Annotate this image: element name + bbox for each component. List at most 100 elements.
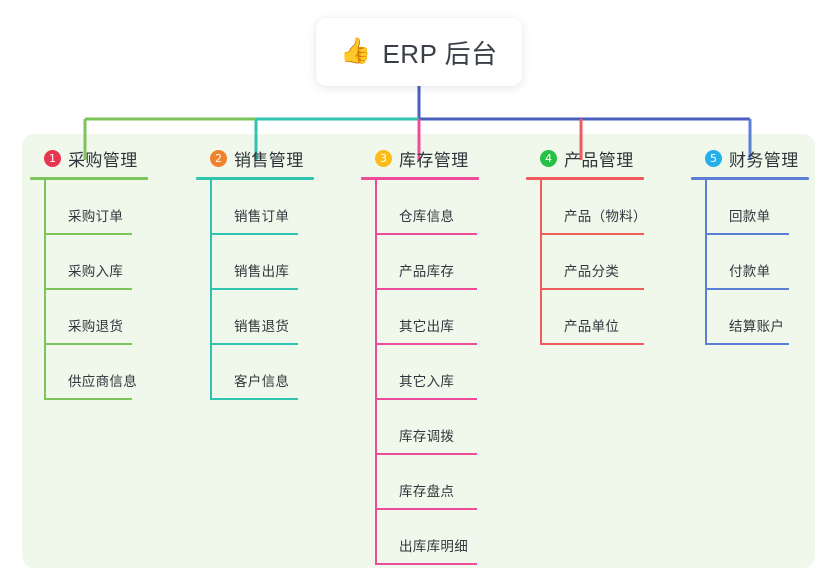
branch-trunk-line xyxy=(210,180,212,400)
leaf-item[interactable]: 销售出库 xyxy=(210,235,346,290)
branch-header-4[interactable]: 4 产品管理 xyxy=(526,145,676,171)
branch-column-3: 3 库存管理仓库信息产品库存其它出库其它入库库存调拨库存盘点出库库明细 xyxy=(361,145,511,565)
leaf-item[interactable]: 产品（物料） xyxy=(540,180,676,235)
leaf-label: 供应商信息 xyxy=(68,374,137,389)
leaf-label: 结算账户 xyxy=(729,319,785,334)
leaf-item[interactable]: 产品单位 xyxy=(540,290,676,345)
leaf-item[interactable]: 付款单 xyxy=(705,235,839,290)
leaf-item[interactable]: 回款单 xyxy=(705,180,839,235)
branch-trunk-line xyxy=(44,180,46,400)
leaf-item[interactable]: 产品分类 xyxy=(540,235,676,290)
leaf-underline xyxy=(375,398,477,400)
leaf-label: 采购退货 xyxy=(68,319,124,334)
branch-title: 采购管理 xyxy=(68,150,138,170)
leaf-item[interactable]: 库存盘点 xyxy=(375,455,511,510)
leaf-label: 仓库信息 xyxy=(399,209,455,224)
branch-column-1: 1 采购管理采购订单采购入库采购退货供应商信息 xyxy=(30,145,180,400)
leaf-item[interactable]: 销售订单 xyxy=(210,180,346,235)
leaf-underline xyxy=(705,343,789,345)
thumbs-up-icon: 👍 xyxy=(340,36,372,65)
leaf-underline xyxy=(375,453,477,455)
leaf-label: 采购订单 xyxy=(68,209,124,224)
branch-header-3[interactable]: 3 库存管理 xyxy=(361,145,511,171)
leaf-item[interactable]: 采购订单 xyxy=(44,180,180,235)
leaf-item[interactable]: 客户信息 xyxy=(210,345,346,400)
branch-column-4: 4 产品管理产品（物料） 产品分类产品单位 xyxy=(526,145,676,345)
leaf-underline xyxy=(375,343,477,345)
branch-header-5[interactable]: 5 财务管理 xyxy=(691,145,839,171)
branch-title: 库存管理 xyxy=(399,150,469,170)
leaf-item[interactable]: 销售退货 xyxy=(210,290,346,345)
branch-number-badge: 1 xyxy=(44,149,61,167)
leaf-label: 库存调拨 xyxy=(399,429,455,444)
leaf-item[interactable]: 结算账户 xyxy=(705,290,839,345)
leaf-item[interactable]: 其它入库 xyxy=(375,345,511,400)
leaf-underline xyxy=(210,398,298,400)
branch-children: 销售订单销售出库销售退货客户信息 xyxy=(196,180,346,400)
leaf-label: 销售订单 xyxy=(234,209,290,224)
leaf-underline xyxy=(375,508,477,510)
leaf-label: 销售退货 xyxy=(234,319,290,334)
leaf-label: 产品（物料） xyxy=(564,209,647,224)
leaf-underline xyxy=(540,288,644,290)
branch-column-2: 2 销售管理销售订单销售出库销售退货客户信息 xyxy=(196,145,346,400)
leaf-underline xyxy=(705,233,789,235)
branch-children: 回款单付款单结算账户 xyxy=(691,180,839,345)
leaf-item[interactable]: 其它出库 xyxy=(375,290,511,345)
branch-children: 仓库信息产品库存其它出库其它入库库存调拨库存盘点出库库明细 xyxy=(361,180,511,565)
leaf-label: 产品分类 xyxy=(564,264,620,279)
branch-underline xyxy=(691,177,809,180)
leaf-label: 客户信息 xyxy=(234,374,290,389)
leaf-underline xyxy=(44,343,132,345)
leaf-underline xyxy=(705,288,789,290)
leaf-label: 回款单 xyxy=(729,209,771,224)
leaf-underline xyxy=(210,288,298,290)
branch-underline xyxy=(30,177,148,180)
leaf-label: 产品单位 xyxy=(564,319,620,334)
branch-children: 采购订单采购入库采购退货供应商信息 xyxy=(30,180,180,400)
branch-number-badge: 2 xyxy=(210,149,227,167)
branch-title: 销售管理 xyxy=(234,150,304,170)
branch-number-badge: 5 xyxy=(705,149,722,167)
leaf-underline xyxy=(540,233,644,235)
leaf-underline xyxy=(210,343,298,345)
leaf-label: 库存盘点 xyxy=(399,484,455,499)
branch-header-2[interactable]: 2 销售管理 xyxy=(196,145,346,171)
leaf-item[interactable]: 产品库存 xyxy=(375,235,511,290)
leaf-underline xyxy=(44,233,132,235)
leaf-label: 付款单 xyxy=(729,264,771,279)
leaf-underline xyxy=(540,343,644,345)
branch-title: 产品管理 xyxy=(564,150,634,170)
branch-trunk-line xyxy=(540,180,542,345)
leaf-label: 产品库存 xyxy=(399,264,455,279)
leaf-label: 销售出库 xyxy=(234,264,290,279)
branch-trunk-line xyxy=(705,180,707,345)
branch-header-1[interactable]: 1 采购管理 xyxy=(30,145,180,171)
root-node[interactable]: 👍 ERP 后台 xyxy=(316,18,522,86)
leaf-underline xyxy=(375,563,477,565)
branch-title: 财务管理 xyxy=(729,150,799,170)
leaf-item[interactable]: 出库库明细 xyxy=(375,510,511,565)
branch-number-badge: 4 xyxy=(540,149,557,167)
leaf-item[interactable]: 采购入库 xyxy=(44,235,180,290)
leaf-underline xyxy=(44,288,132,290)
leaf-item[interactable]: 库存调拨 xyxy=(375,400,511,455)
leaf-item[interactable]: 仓库信息 xyxy=(375,180,511,235)
leaf-label: 其它入库 xyxy=(399,374,455,389)
leaf-underline xyxy=(44,398,132,400)
leaf-label: 出库库明细 xyxy=(399,539,468,554)
leaf-item[interactable]: 供应商信息 xyxy=(44,345,180,400)
branches-background-panel xyxy=(22,134,815,568)
leaf-underline xyxy=(375,288,477,290)
branch-children: 产品（物料） 产品分类产品单位 xyxy=(526,180,676,345)
branch-underline xyxy=(361,177,479,180)
leaf-underline xyxy=(210,233,298,235)
branch-column-5: 5 财务管理回款单付款单结算账户 xyxy=(691,145,839,345)
branch-number-badge: 3 xyxy=(375,149,392,167)
branch-trunk-line xyxy=(375,180,377,565)
branch-underline xyxy=(526,177,644,180)
leaf-underline xyxy=(375,233,477,235)
leaf-item[interactable]: 采购退货 xyxy=(44,290,180,345)
root-title: ERP 后台 xyxy=(382,38,498,69)
